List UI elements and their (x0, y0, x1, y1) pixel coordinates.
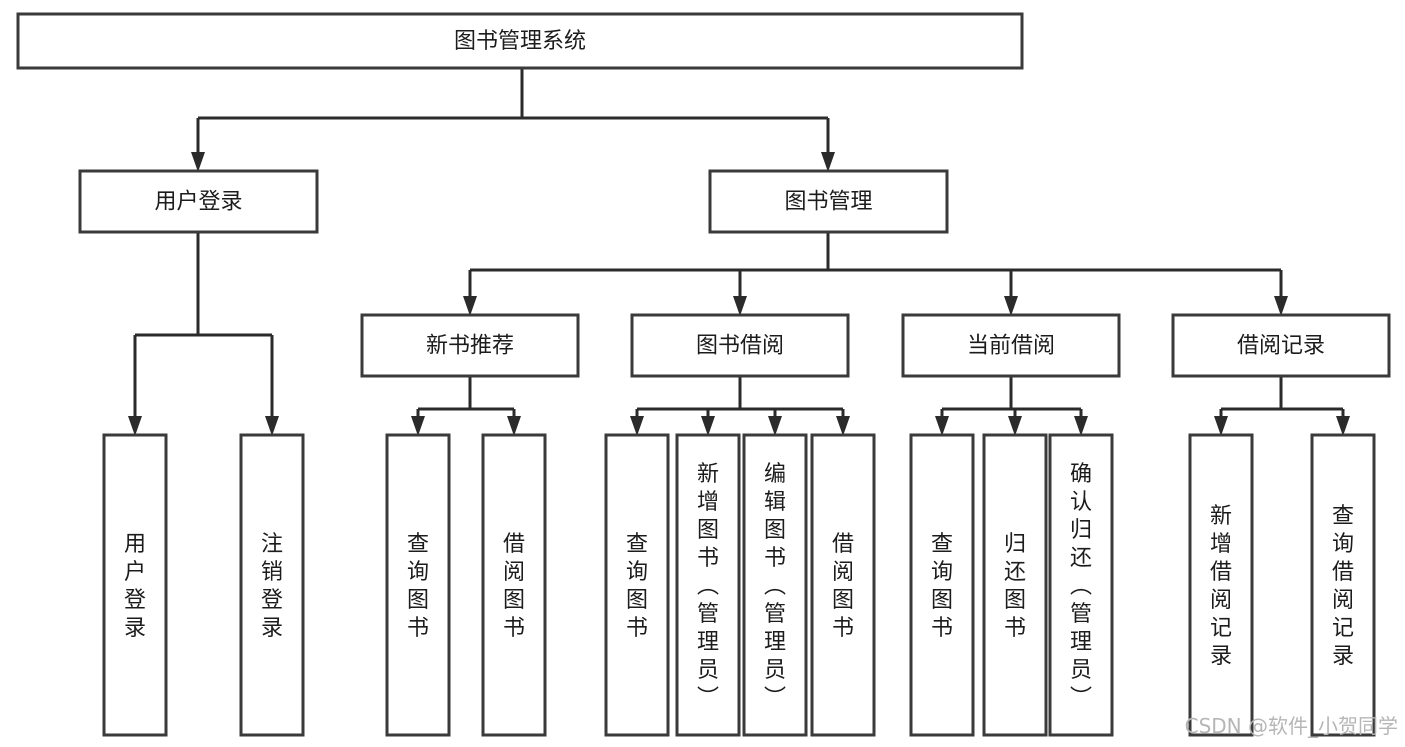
arrow-head-icon (836, 416, 850, 436)
node-label-leaf-borrow-book-rec: 借阅图书 (503, 532, 525, 641)
node-label-current-borrow: 当前借阅 (967, 334, 1055, 359)
node-label-leaf-add-book: 新增图书︵管理员︶ (697, 462, 719, 711)
node-box-leaf-borrow-book-rec[interactable] (481, 433, 547, 737)
arrow-head-icon (507, 416, 521, 436)
node-label-leaf-edit-book: 编辑图书︵管理员︶ (764, 462, 786, 711)
node-box-leaf-borrow-book-bor[interactable] (810, 433, 876, 737)
node-leaf-query-record[interactable]: 查询借阅记录 (1310, 433, 1376, 737)
node-label-user-login: 用户登录 (154, 190, 242, 215)
node-label-root: 图书管理系统 (454, 29, 586, 54)
node-user-login[interactable]: 用户登录 (78, 169, 319, 234)
connector-currentborrow-to-leaves (935, 376, 1088, 436)
node-label-book-borrow: 图书借阅 (696, 334, 784, 359)
node-box-borrow-record[interactable] (1171, 313, 1391, 378)
arrow-head-icon (701, 416, 715, 436)
node-label-leaf-query-book-rec: 查询图书 (407, 532, 429, 641)
node-layer: 图书管理系统用户登录图书管理新书推荐图书借阅当前借阅借阅记录用户登录注销登录查询… (16, 12, 1391, 737)
arrow-head-icon (128, 416, 142, 436)
node-label-new-book-rec: 新书推荐 (426, 334, 514, 359)
node-leaf-query-book-bor[interactable]: 查询图书 (604, 433, 670, 737)
node-box-leaf-return-book[interactable] (982, 433, 1048, 737)
connector-bookborrow-to-leaves (630, 376, 850, 436)
node-box-new-book-rec[interactable] (360, 313, 580, 378)
node-book-borrow[interactable]: 图书借阅 (630, 313, 850, 378)
node-label-leaf-query-book-cur: 查询图书 (931, 532, 953, 641)
node-box-leaf-query-book-bor[interactable] (604, 433, 670, 737)
arrow-head-icon (821, 152, 835, 172)
node-leaf-add-record[interactable]: 新增借阅记录 (1188, 433, 1254, 737)
connector-bookmanage-to-level2 (463, 232, 1288, 316)
node-box-leaf-query-book-cur[interactable] (909, 433, 975, 737)
node-leaf-add-book[interactable]: 新增图书︵管理员︶ (675, 433, 741, 737)
arrow-head-icon (1274, 296, 1288, 316)
arrow-head-icon (630, 416, 644, 436)
node-box-current-borrow[interactable] (901, 313, 1121, 378)
arrow-head-icon (463, 296, 477, 316)
node-box-leaf-add-book[interactable] (675, 433, 741, 737)
node-label-leaf-borrow-book-bor: 借阅图书 (832, 532, 854, 641)
node-leaf-return-book[interactable]: 归还图书 (982, 433, 1048, 737)
arrow-head-icon (1004, 296, 1018, 316)
node-label-leaf-confirm-return: 确认归还︵管理员︶ (1070, 462, 1092, 711)
arrow-head-icon (1336, 416, 1350, 436)
connector-newbook-to-leaves (411, 376, 521, 436)
node-label-leaf-add-record: 新增借阅记录 (1210, 504, 1232, 669)
arrow-head-icon (191, 152, 205, 172)
node-label-leaf-return-book: 归还图书 (1004, 532, 1026, 641)
node-label-leaf-logout: 注销登录 (261, 532, 283, 641)
node-box-leaf-query-record[interactable] (1310, 433, 1376, 737)
arrow-head-icon (733, 296, 747, 316)
node-leaf-logout[interactable]: 注销登录 (239, 433, 305, 737)
node-leaf-query-book-cur[interactable]: 查询图书 (909, 433, 975, 737)
arrow-head-icon (265, 416, 279, 436)
node-current-borrow[interactable]: 当前借阅 (901, 313, 1121, 378)
node-box-leaf-edit-book[interactable] (742, 433, 808, 737)
node-leaf-borrow-book-bor[interactable]: 借阅图书 (810, 433, 876, 737)
node-box-leaf-logout[interactable] (239, 433, 305, 737)
arrow-head-icon (935, 416, 949, 436)
arrow-head-icon (1008, 416, 1022, 436)
arrow-head-icon (1074, 416, 1088, 436)
node-book-manage[interactable]: 图书管理 (708, 169, 949, 234)
arrow-head-icon (1214, 416, 1228, 436)
connector-userlogin-to-leaves (128, 232, 279, 436)
node-leaf-query-book-rec[interactable]: 查询图书 (385, 433, 451, 737)
node-box-user-login[interactable] (78, 169, 319, 234)
node-leaf-edit-book[interactable]: 编辑图书︵管理员︶ (742, 433, 808, 737)
watermark-label: CSDN @软件_小贺同学 (1185, 714, 1398, 738)
node-leaf-confirm-return[interactable]: 确认归还︵管理员︶ (1048, 433, 1114, 737)
node-label-leaf-query-record: 查询借阅记录 (1332, 504, 1354, 669)
node-label-borrow-record: 借阅记录 (1237, 334, 1325, 359)
connector-root-to-level1 (191, 68, 835, 172)
node-box-book-manage[interactable] (708, 169, 949, 234)
arrow-head-icon (768, 416, 782, 436)
connector-layer (128, 68, 1350, 436)
node-box-leaf-add-record[interactable] (1188, 433, 1254, 737)
node-leaf-user-login[interactable]: 用户登录 (102, 433, 168, 737)
node-root[interactable]: 图书管理系统 (16, 12, 1024, 70)
node-label-leaf-query-book-bor: 查询图书 (626, 532, 648, 641)
node-box-root[interactable] (16, 12, 1024, 70)
connector-borrowrecord-to-leaves (1214, 376, 1350, 436)
node-new-book-rec[interactable]: 新书推荐 (360, 313, 580, 378)
node-box-book-borrow[interactable] (630, 313, 850, 378)
arrow-head-icon (411, 416, 425, 436)
node-leaf-borrow-book-rec[interactable]: 借阅图书 (481, 433, 547, 737)
node-borrow-record[interactable]: 借阅记录 (1171, 313, 1391, 378)
node-box-leaf-query-book-rec[interactable] (385, 433, 451, 737)
node-box-leaf-user-login[interactable] (102, 433, 168, 737)
node-label-leaf-user-login: 用户登录 (124, 532, 146, 641)
node-box-leaf-confirm-return[interactable] (1048, 433, 1114, 737)
node-label-book-manage: 图书管理 (784, 190, 872, 215)
